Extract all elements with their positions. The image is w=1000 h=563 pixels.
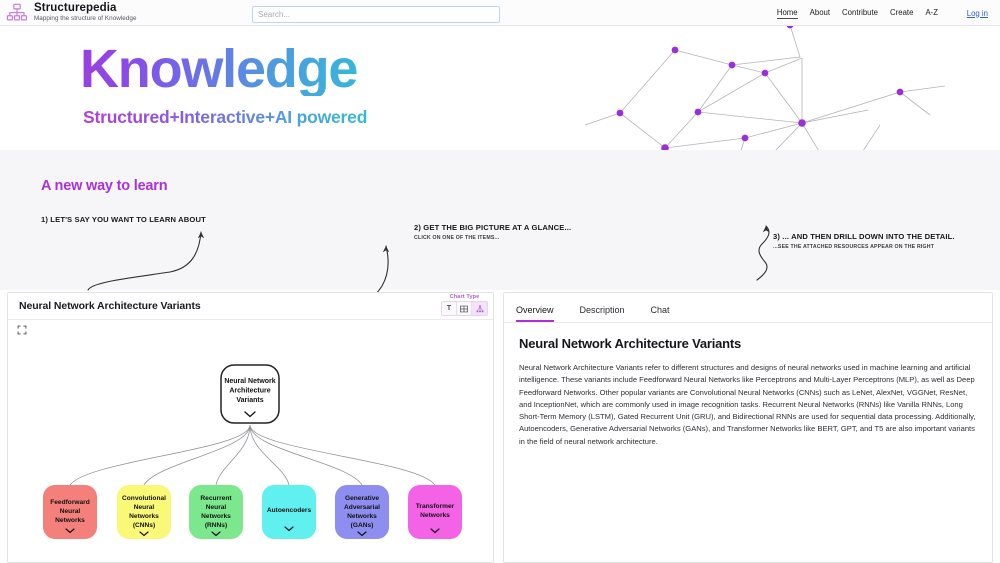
svg-text:Neural Network: Neural Network — [224, 378, 275, 385]
login-link[interactable]: Log in — [966, 8, 988, 18]
svg-text:Neural: Neural — [60, 508, 81, 515]
how-it-works-band: A new way to learn 1) LET'S SAY YOU WANT… — [0, 150, 1000, 290]
tree-node-autoencoders[interactable]: Autoencoders — [262, 485, 316, 539]
nav-item-about[interactable]: About — [809, 8, 831, 17]
detail-content: Neural Network Architecture Variants Neu… — [504, 323, 992, 448]
nav-item-create[interactable]: Create — [890, 8, 914, 17]
chart-panel-title: Neural Network Architecture Variants — [19, 300, 201, 312]
svg-text:Networks: Networks — [347, 513, 377, 520]
step-1-text: 1) LET'S SAY YOU WANT TO LEARN ABOUT — [41, 215, 206, 224]
svg-text:Architecture: Architecture — [229, 388, 270, 395]
chart-type-grid-button[interactable] — [457, 302, 472, 315]
tree-chart-icon — [475, 304, 484, 312]
step-2: 2) GET THE BIG PICTURE AT A GLANCE... CL… — [414, 223, 571, 241]
chevron-down-icon — [211, 531, 221, 537]
detail-panel: Overview Description Chat Neural Network… — [503, 292, 993, 563]
chart-type-control: Chart Type T — [441, 294, 488, 316]
tree-chart: Neural Network Architecture Variants Fee… — [43, 364, 462, 539]
detail-title: Neural Network Architecture Variants — [519, 336, 742, 351]
svg-text:Generative: Generative — [345, 495, 379, 502]
detail-body: Neural Network Architecture Variants ref… — [519, 363, 976, 446]
step-2-subtext: CLICK ON ONE OF THE ITEMS... — [414, 235, 500, 241]
svg-text:Variants: Variants — [236, 397, 263, 404]
nav-links: Home About Contribute Create A-Z — [776, 0, 938, 26]
brand-title: Structurepedia — [34, 1, 117, 14]
svg-text:Networks: Networks — [129, 513, 159, 520]
svg-text:Adversarial: Adversarial — [344, 504, 380, 511]
svg-text:(CNNs): (CNNs) — [133, 522, 155, 529]
step-1: 1) LET'S SAY YOU WANT TO LEARN ABOUT — [41, 215, 206, 224]
hierarchy-icon — [6, 3, 28, 20]
svg-text:Recurrent: Recurrent — [200, 495, 232, 502]
network-graph-icon — [584, 26, 946, 150]
content-panels: Neural Network Architecture Variants Cha… — [0, 292, 1000, 563]
step-3-text: 3) ... AND THEN DRILL DOWN INTO THE DETA… — [773, 232, 955, 241]
hero-title: Knowledge — [80, 39, 358, 99]
tree-node-rnn[interactable]: Recurrent Neural Networks (RNNs) — [189, 485, 243, 539]
chevron-down-icon — [284, 526, 294, 532]
hero-section: Knowledge Structured+Interactive+AI powe… — [0, 26, 1000, 150]
hero-subtitle: Structured+Interactive+AI powered — [83, 107, 368, 127]
chart-panel: Neural Network Architecture Variants Cha… — [7, 292, 494, 563]
svg-text:Autoencoders: Autoencoders — [267, 507, 312, 514]
text-icon: T — [446, 305, 452, 312]
svg-text:Neural: Neural — [206, 504, 227, 511]
svg-text:Neural: Neural — [134, 504, 155, 511]
svg-text:(GANs): (GANs) — [351, 522, 374, 529]
chart-type-text-button[interactable]: T — [442, 302, 457, 315]
svg-text:Feedforward: Feedforward — [50, 499, 90, 506]
grid-icon — [460, 305, 468, 312]
nav-item-az[interactable]: A-Z — [925, 8, 938, 17]
tab-chat[interactable]: Chat — [650, 305, 670, 315]
step-3: 3) ... AND THEN DRILL DOWN INTO THE DETA… — [773, 232, 955, 250]
nav-item-home[interactable]: Home — [776, 7, 798, 19]
chevron-down-icon — [65, 528, 75, 534]
svg-text:Networks: Networks — [201, 513, 231, 520]
search-input[interactable] — [252, 6, 500, 23]
brand-tagline: Mapping the structure of Knowledge — [34, 14, 137, 22]
band-title: A new way to learn — [41, 178, 168, 194]
chart-type-tree-button[interactable] — [472, 302, 487, 315]
step-3-subtext: ...SEE THE ATTACHED RESOURCES APPEAR ON … — [773, 244, 935, 250]
login-container: Log in — [967, 0, 988, 26]
tree-node-root[interactable]: Neural Network Architecture Variants — [220, 364, 280, 424]
svg-text:(RNNs): (RNNs) — [205, 522, 227, 529]
tab-overview[interactable]: Overview — [516, 306, 554, 322]
detail-tabs: Overview Description Chat — [504, 293, 992, 323]
chevron-down-icon — [139, 531, 149, 537]
chevron-down-icon — [357, 531, 367, 537]
search-container — [252, 4, 500, 23]
svg-text:Transformer: Transformer — [416, 503, 455, 510]
tab-description[interactable]: Description — [579, 305, 625, 315]
svg-text:Convolutional: Convolutional — [122, 495, 166, 502]
top-navigation-bar: Structurepedia Mapping the structure of … — [0, 0, 1000, 26]
step-2-text: 2) GET THE BIG PICTURE AT A GLANCE... — [414, 223, 572, 232]
chevron-down-icon — [430, 528, 440, 534]
brand[interactable]: Structurepedia Mapping the structure of … — [6, 2, 137, 24]
svg-text:Networks: Networks — [420, 512, 450, 519]
chart-panel-header: Neural Network Architecture Variants Cha… — [8, 293, 493, 320]
nav-item-contribute[interactable]: Contribute — [842, 8, 879, 17]
svg-text:Networks: Networks — [55, 517, 85, 524]
chevron-down-icon — [244, 411, 256, 418]
expand-fullscreen-icon[interactable] — [17, 325, 27, 335]
tree-node-feedforward[interactable]: Feedforward Neural Networks — [43, 485, 97, 539]
chart-type-label: Chart Type — [449, 294, 480, 300]
tree-node-gans[interactable]: Generative Adversarial Networks (GANs) — [335, 485, 389, 539]
tree-node-transformer[interactable]: Transformer Networks — [408, 485, 462, 539]
tree-node-cnn[interactable]: Convolutional Neural Networks (CNNs) — [117, 485, 171, 539]
